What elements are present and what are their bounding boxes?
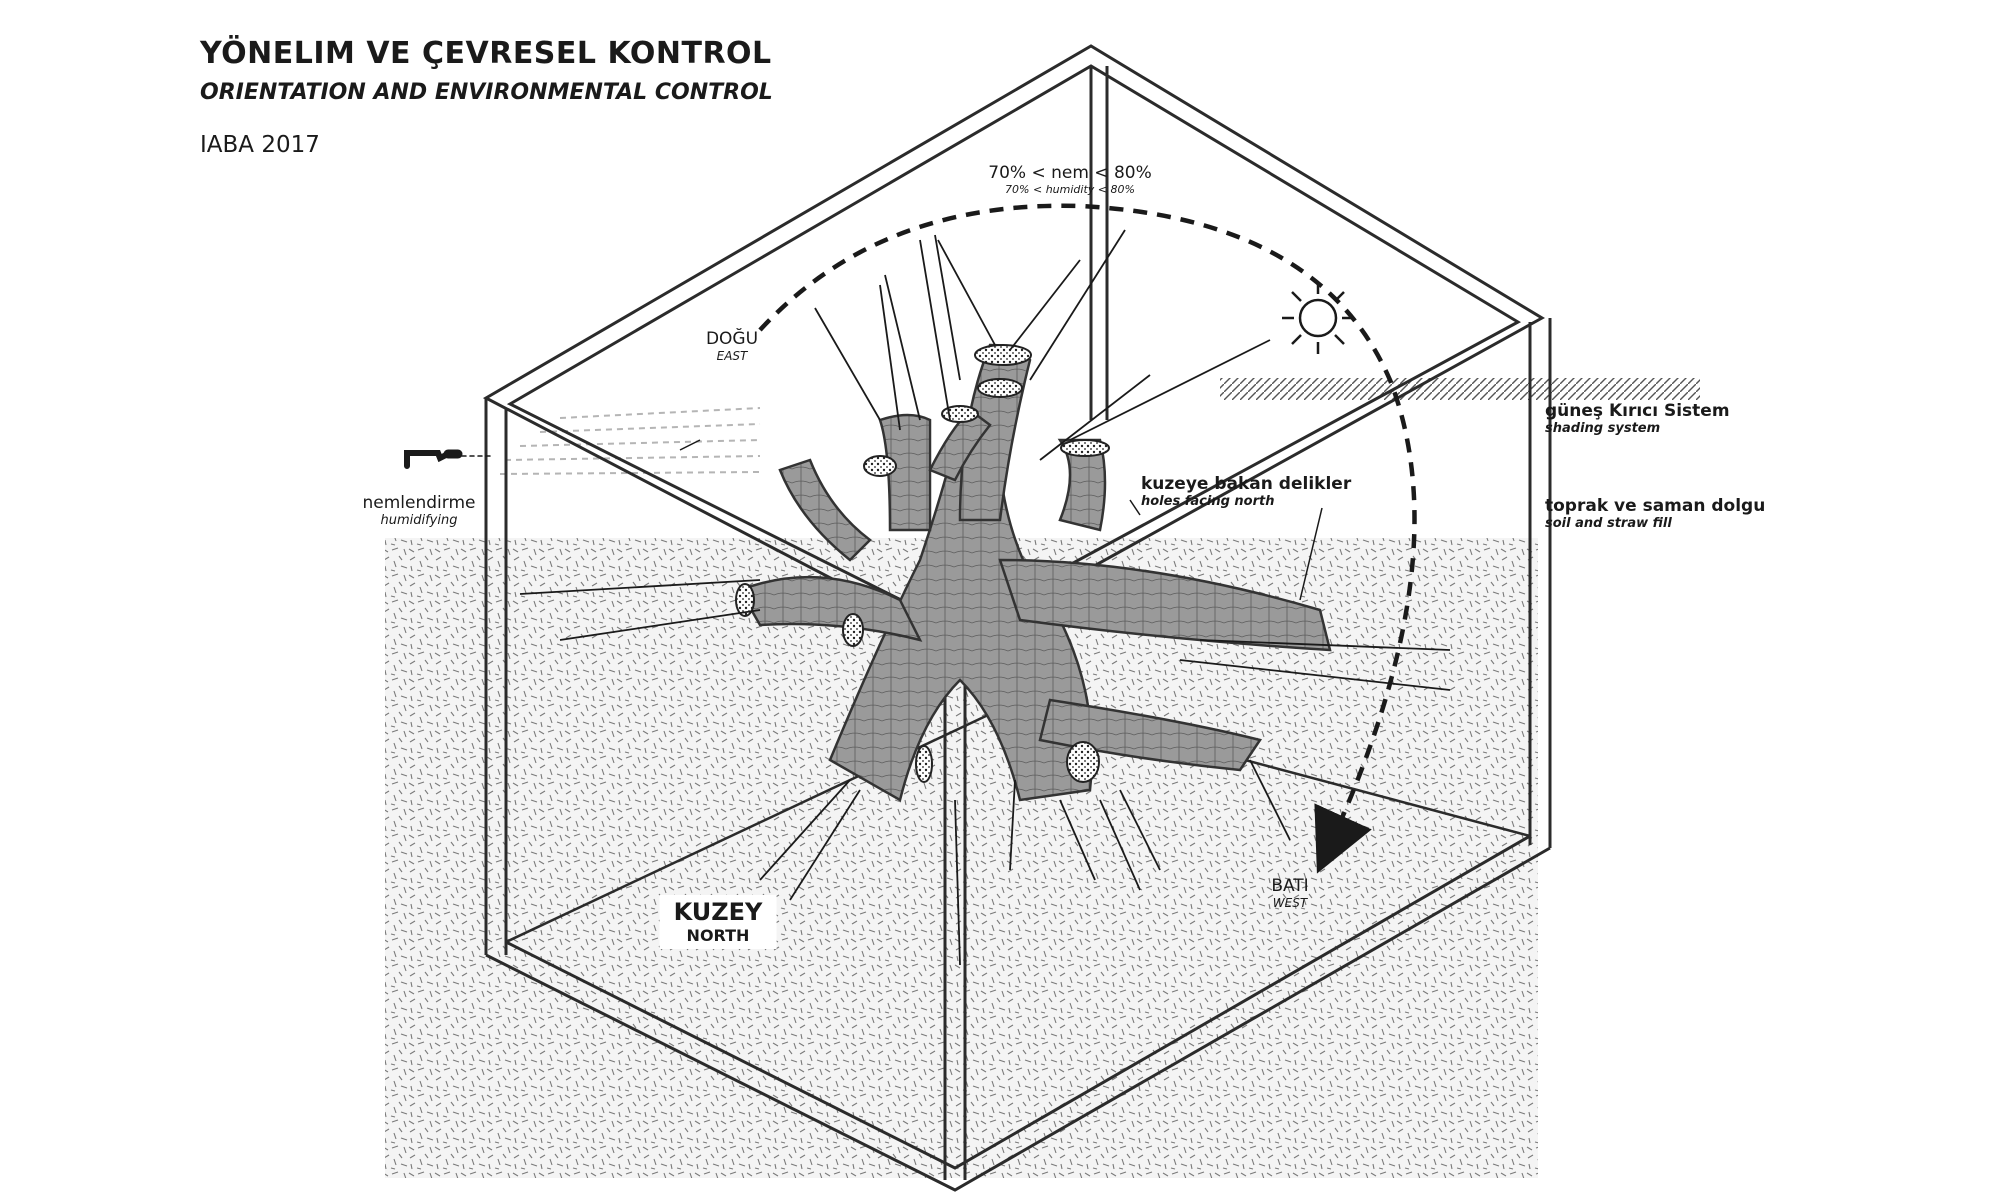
- year-label: IABA 2017: [200, 132, 320, 158]
- north-en: NORTH: [686, 925, 750, 945]
- sun-path-arc: [758, 203, 1417, 874]
- sun-icon: [1282, 282, 1354, 354]
- opening: [941, 405, 979, 423]
- holes-tr: kuzeye bakan delikler: [1141, 474, 1352, 494]
- opening: [735, 583, 755, 617]
- humidity-mist: [499, 407, 761, 475]
- humidity-range-en: 70% < humidity < 80%: [1005, 182, 1135, 196]
- fill-label: toprak ve saman dolgu soil and straw fil…: [1545, 496, 1766, 531]
- east-tr: DOĞU: [705, 329, 759, 349]
- opening: [974, 344, 1032, 366]
- structure-arm-2: [928, 408, 992, 482]
- opening: [977, 378, 1023, 398]
- fill-en: soil and straw fill: [1545, 515, 1672, 531]
- structure-branch-west: [738, 575, 923, 642]
- structure-arm-1: [778, 458, 872, 562]
- opening: [863, 455, 897, 477]
- humidifying-tr: nemlendirme: [362, 493, 476, 513]
- holes-en: holes facing north: [1141, 493, 1275, 509]
- shading-tr: güneş Kırıcı Sistem: [1545, 401, 1730, 421]
- humidifying-en: humidifying: [380, 512, 458, 528]
- openings: [735, 344, 1110, 783]
- north-tr: KUZEY: [673, 898, 763, 926]
- north-label: KUZEY NORTH: [659, 895, 777, 949]
- structure-branch-up-3: [1057, 438, 1107, 532]
- east-label: DOĞU EAST: [705, 329, 759, 363]
- page-subtitle: ORIENTATION AND ENVIRONMENTAL CONTROL: [200, 80, 773, 105]
- humidity-range-label: 70% < nem < 80% 70% < humidity < 80%: [988, 163, 1152, 196]
- humidifier-nozzle-icon: [404, 449, 491, 469]
- fill-tr: toprak ve saman dolgu: [1545, 496, 1766, 516]
- west-en: WEST: [1272, 895, 1308, 910]
- leader-lines: [679, 439, 1323, 601]
- holes-label: kuzeye bakan delikler holes facing north: [1141, 474, 1352, 509]
- west-tr: BATI: [1271, 876, 1309, 896]
- shading-en: shading system: [1545, 420, 1661, 436]
- shading-system: [1220, 378, 1700, 400]
- anchor-cables: [519, 229, 1451, 966]
- soil-fill: [385, 538, 1538, 1178]
- opening: [842, 613, 864, 647]
- opening: [1066, 741, 1100, 783]
- structure-branch-east: [998, 558, 1332, 652]
- opening: [915, 745, 933, 783]
- humidifying-label: nemlendirme humidifying: [362, 493, 476, 528]
- page-title: YÖNELIM VE ÇEVRESEL KONTROL: [200, 36, 772, 71]
- west-label: BATI WEST: [1271, 876, 1309, 910]
- shading-system-label: güneş Kırıcı Sistem shading system: [1545, 401, 1730, 436]
- humidity-range-tr: 70% < nem < 80%: [988, 163, 1152, 183]
- opening: [1060, 439, 1110, 457]
- east-en: EAST: [716, 348, 748, 363]
